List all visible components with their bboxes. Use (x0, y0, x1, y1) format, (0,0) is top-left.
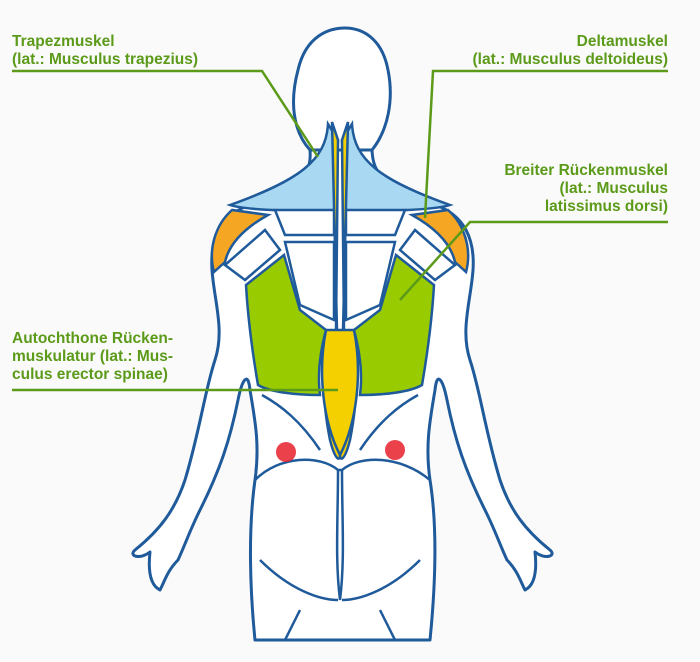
pain-point-left (276, 442, 296, 462)
label-deltoid: Deltamuskel (lat.: Musculus deltoideus) (472, 33, 668, 68)
leader-deltoid (423, 69, 668, 219)
deltoid-right (408, 208, 470, 275)
pain-point-right (385, 440, 405, 460)
leader-latissimus (399, 220, 668, 301)
rhomboid-left (273, 208, 336, 237)
head-outline (292, 26, 392, 152)
latissimus-right (352, 252, 436, 397)
leader-trapezius (12, 69, 320, 158)
rhomboid-right (344, 208, 407, 237)
label-trapezius: Trapezmuskel (lat.: Musculus trapezius) (12, 33, 199, 68)
latissimus-left (244, 252, 328, 397)
deltoid-left (210, 208, 272, 275)
label-erector-spinae: Autochthone Rücken- muskulatur (lat.: Mu… (12, 330, 174, 383)
label-latissimus: Breiter Rückenmuskel (lat.: Musculus lat… (504, 162, 668, 215)
